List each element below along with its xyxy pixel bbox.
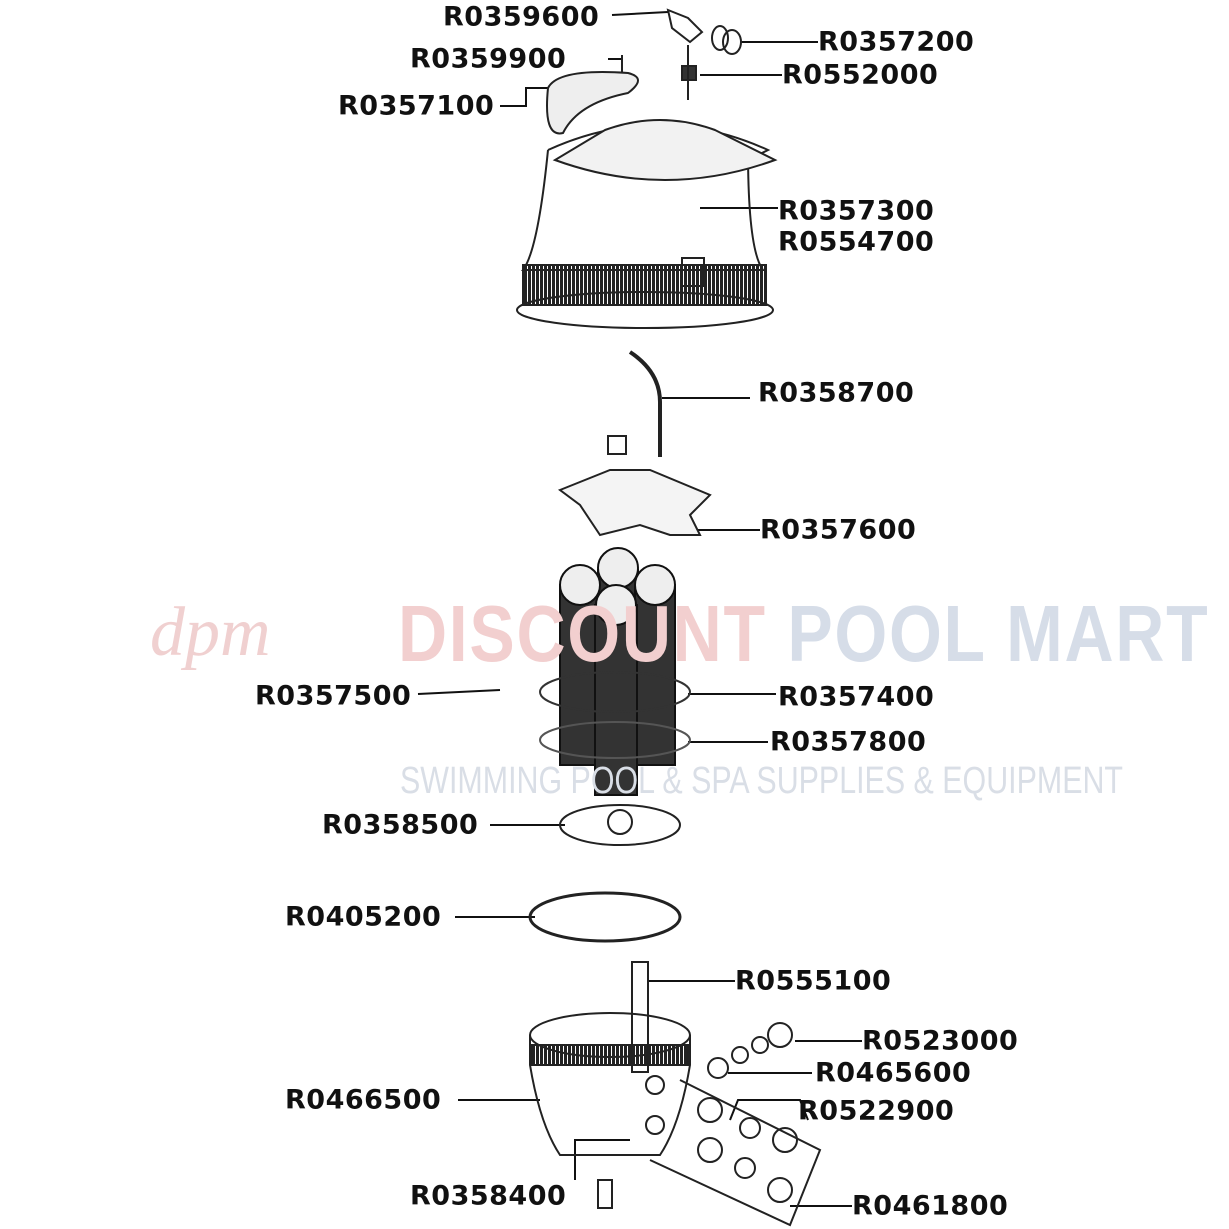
filter-lid (516, 119, 778, 329)
part-label: R0552000 (782, 59, 939, 91)
part-label: R0358400 (410, 1180, 567, 1212)
lower-manifold (559, 804, 681, 846)
part-label: R0358500 (322, 809, 479, 841)
air-tube (628, 350, 662, 457)
o-ring-band (539, 721, 691, 759)
watermark-logo: dpm (150, 594, 271, 671)
part-label: R0359900 (410, 43, 567, 75)
cartridges (559, 547, 676, 796)
watermark-title-b: POOL MART (787, 589, 1210, 678)
part-label: R0522900 (798, 1095, 955, 1127)
part-label: R0358700 (758, 377, 915, 409)
part-label: R0555100 (735, 965, 892, 997)
standpipe (631, 961, 649, 1073)
part-label: R0405200 (285, 901, 442, 933)
tank-o-ring (528, 891, 682, 943)
part-label: R0359600 (443, 1, 600, 33)
watermark-title-a: DISCOUNT (398, 589, 767, 678)
part-label: R0465600 (815, 1057, 972, 1089)
top-fittings (546, 8, 742, 135)
part-label: R0357500 (255, 680, 412, 712)
part-label: R0466500 (285, 1084, 442, 1116)
part-label: R0523000 (862, 1025, 1019, 1057)
unions (649, 1022, 822, 1227)
manifold (557, 435, 712, 537)
part-label: R0461800 (852, 1190, 1009, 1222)
part-label: R0357300 (778, 195, 935, 227)
part-label: R0357200 (818, 26, 975, 58)
part-label: R0357600 (760, 514, 917, 546)
watermark-title: DISCOUNT POOL MART (398, 594, 1209, 674)
leader-lines (417, 11, 862, 1207)
part-label: R0357800 (770, 726, 927, 758)
part-label: R0357400 (778, 681, 935, 713)
band (539, 671, 691, 713)
part-label: R0357100 (338, 90, 495, 122)
part-label: R0554700 (778, 226, 935, 258)
tank-bottom (529, 1012, 691, 1209)
watermark-subtitle: SWIMMING POOL & SPA SUPPLIES & EQUIPMENT (400, 760, 1123, 802)
